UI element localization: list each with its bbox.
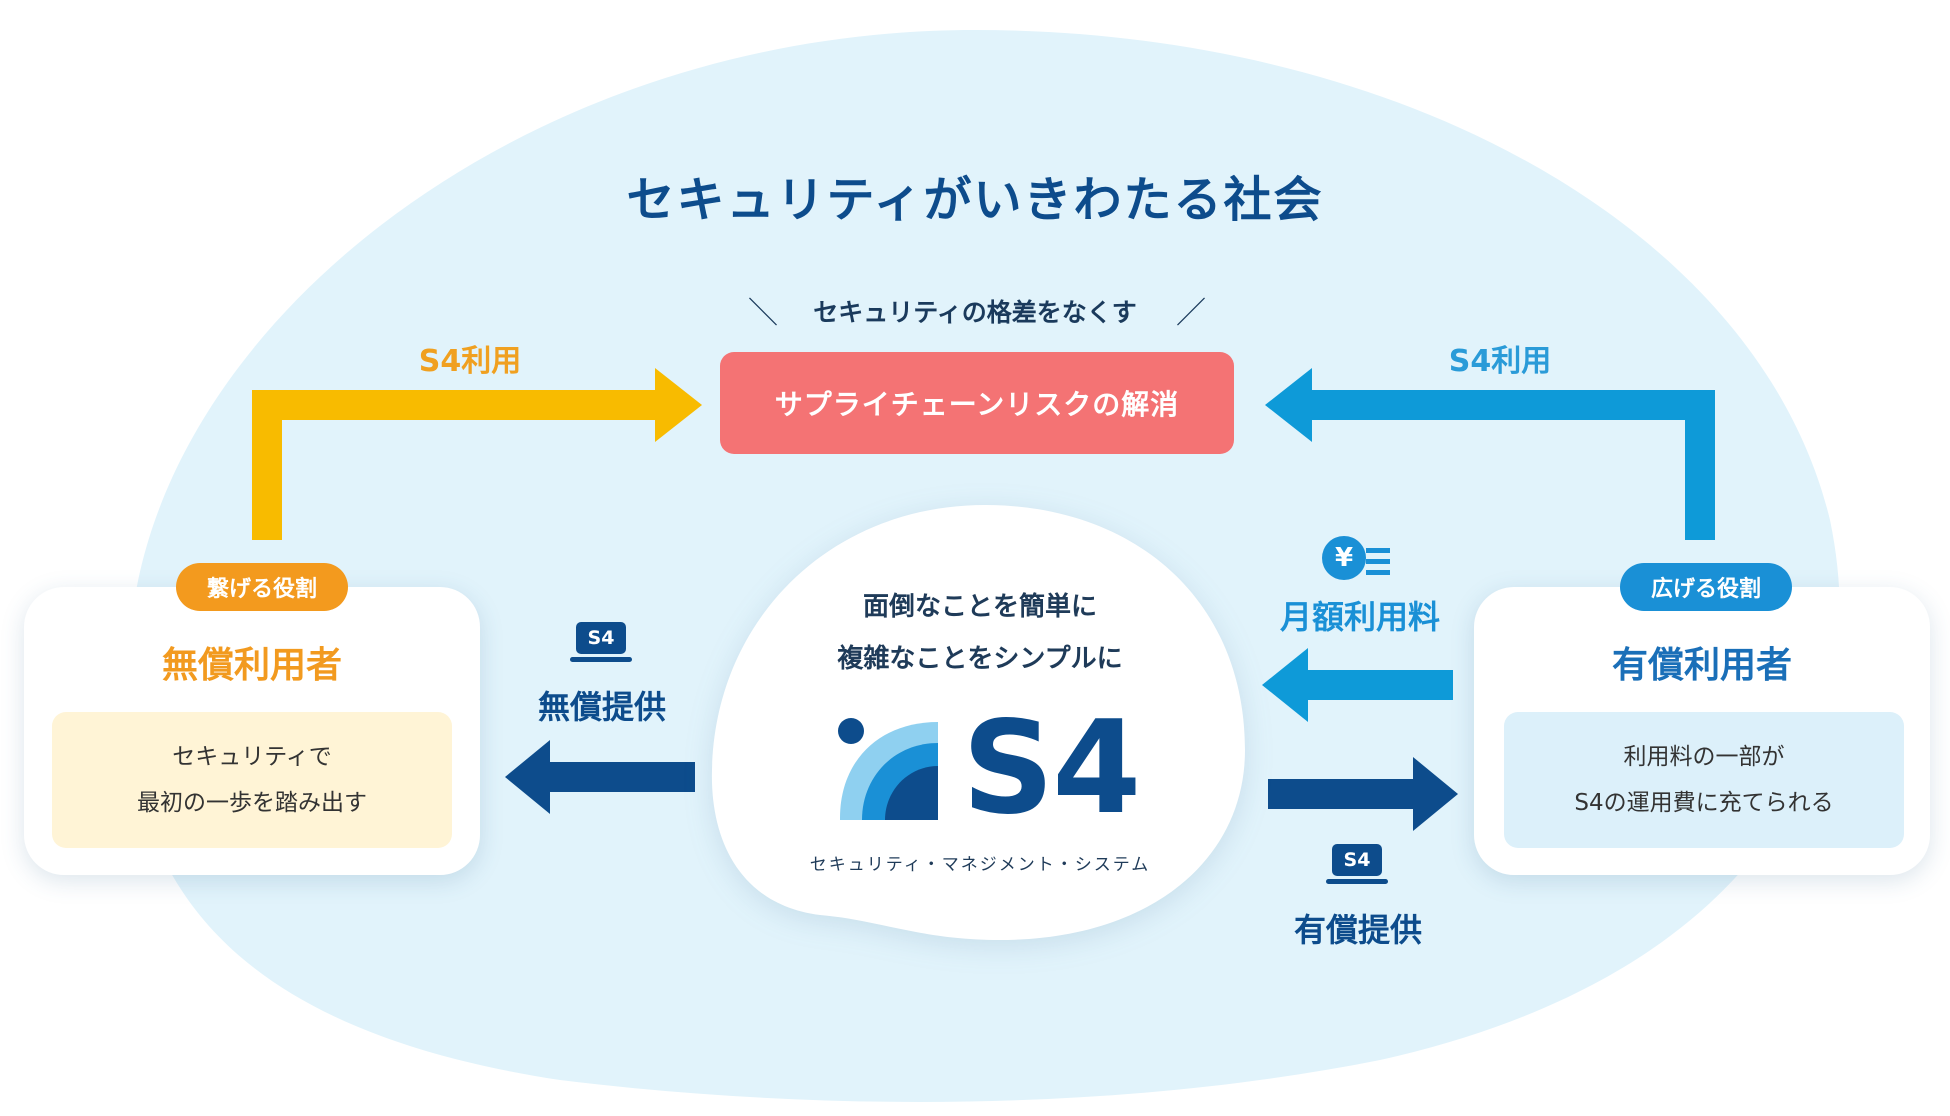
free-provision-arrow-head — [505, 740, 550, 814]
goal-box: サプライチェーンリスクの解消 — [720, 352, 1234, 454]
subtitle: セキュリティの格差をなくす — [813, 298, 1137, 327]
center-blob — [711, 505, 1245, 940]
paid-user-desc-line2: S4の運用費に充てられる — [1574, 790, 1834, 816]
free-user-title: 無償利用者 — [161, 645, 342, 686]
subtitle-left-slash: ＼ — [748, 296, 778, 331]
paid-user-description: 利用料の一部が S4の運用費に充てられる — [1504, 712, 1904, 848]
free-provision-arrow-shaft — [540, 762, 695, 792]
center-tagline-1: 面倒なことを簡単に — [862, 592, 1097, 622]
paid-user-title: 有償利用者 — [1611, 645, 1792, 686]
free-provision-label: 無償提供 — [537, 688, 666, 726]
subtitle-right-slash: ／ — [1176, 296, 1206, 331]
free-user-badge: 繋げる役割 — [176, 563, 348, 611]
free-user-desc-line2: 最初の一歩を踏み出す — [137, 790, 367, 816]
s4-logo-text: S4 — [962, 694, 1141, 843]
coin-line-2 — [1366, 559, 1390, 564]
free-user-desc-line1: セキュリティで — [172, 744, 332, 770]
fee-arrow-head — [1262, 648, 1308, 722]
blue-arrow-head — [1265, 368, 1312, 442]
paid-provision-arrow-head — [1413, 757, 1458, 831]
coin-line-1 — [1366, 548, 1390, 553]
paid-provision-arrow-shaft — [1268, 779, 1423, 809]
monthly-fee-label: 月額利用料 — [1279, 598, 1440, 636]
free-provision-icon-base — [570, 657, 632, 662]
logo-dot — [838, 718, 864, 744]
left-flow-label: S4利用 — [418, 344, 522, 379]
logo-arc-inner — [885, 766, 938, 820]
yellow-arrow-head — [655, 368, 702, 442]
blue-flow-arrow — [1300, 390, 1715, 540]
yen-coin-icon: ¥ — [1322, 536, 1366, 580]
center-tagline-2: 複雑なことをシンプルに — [837, 644, 1123, 674]
paid-provision-label: 有償提供 — [1293, 911, 1422, 949]
paid-user-badge: 広げる役割 — [1620, 563, 1792, 611]
paid-provision-icon-base — [1326, 879, 1388, 884]
yellow-flow-arrow — [252, 390, 665, 540]
coin-line-3 — [1366, 570, 1390, 575]
right-flow-label: S4利用 — [1448, 344, 1552, 379]
fee-arrow-shaft — [1298, 670, 1453, 700]
paid-provision-s4-icon: S4 — [1332, 844, 1382, 876]
free-user-description: セキュリティで 最初の一歩を踏み出す — [52, 712, 452, 848]
free-provision-s4-icon: S4 — [576, 622, 626, 654]
paid-user-desc-line1: 利用料の一部が — [1623, 744, 1785, 770]
diagram-title: セキュリティがいきわたる社会 — [626, 172, 1324, 228]
s4-logo-subtitle: セキュリティ・マネジメント・システム — [809, 855, 1151, 875]
